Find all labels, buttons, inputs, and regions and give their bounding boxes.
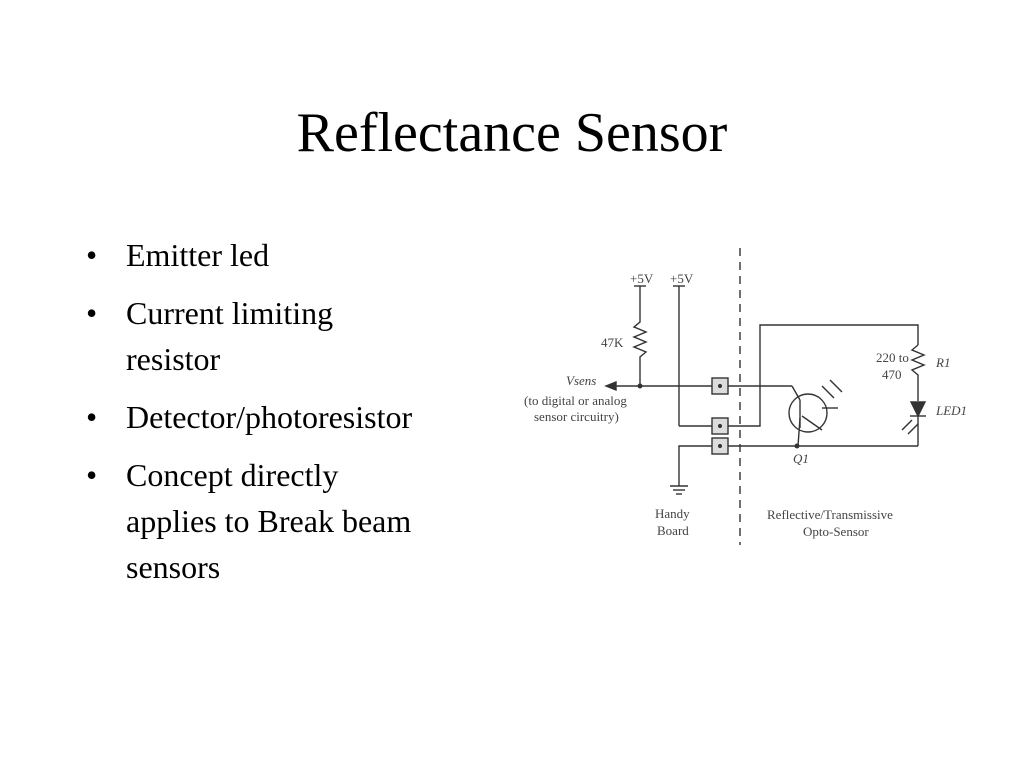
phototransistor-icon	[788, 393, 828, 433]
section-label-handy-board: Handy	[655, 506, 690, 521]
bullet-text: applies to Break beam	[126, 503, 412, 539]
bullet-item: • Emitter led	[86, 232, 486, 278]
bullet-dot-icon: •	[86, 295, 98, 331]
slide-title: Reflectance Sensor	[296, 102, 728, 164]
led-supply-wire	[728, 324, 919, 427]
light-ray-icon	[829, 379, 843, 393]
section-label-handy-board: Board	[657, 523, 689, 538]
bullet-list: • Emitter led • Current limiting resisto…	[86, 232, 486, 602]
section-label-opto-sensor: Opto-Sensor	[803, 524, 869, 539]
light-ray-icon	[907, 423, 919, 435]
led-resistor-value: 220 to	[876, 350, 909, 365]
supply-label: +5V	[630, 271, 654, 286]
bullet-item: • Detector/photoresistor	[86, 394, 486, 440]
led-label: LED1	[935, 403, 967, 418]
bullet-dot-icon: •	[86, 457, 98, 493]
bullet-text: Detector/photoresistor	[126, 399, 413, 435]
bullet-text: sensors	[126, 549, 221, 585]
arrow-left-icon	[604, 380, 617, 392]
light-ray-icon	[821, 385, 835, 399]
pin-dot	[718, 384, 722, 388]
section-label-opto-sensor: Reflective/Transmissive	[767, 507, 893, 522]
signal-note: (to digital or analog	[524, 393, 627, 408]
led-resistor-value: 470	[882, 367, 902, 382]
bullet-item: • Current limiting resistor	[86, 290, 486, 382]
junction-dot	[794, 443, 800, 449]
junction-dot	[637, 383, 643, 389]
pin-dot	[718, 444, 722, 448]
bullet-dot-icon: •	[86, 237, 98, 273]
light-ray-icon	[901, 419, 913, 431]
bullet-text: resistor	[126, 341, 221, 377]
signal-label: Vsens	[566, 373, 596, 388]
signal-note: sensor circuitry)	[534, 409, 619, 424]
bullet-dot-icon: •	[86, 399, 98, 435]
led-resistor-label: R1	[935, 355, 950, 370]
led-icon	[909, 401, 927, 418]
phototransistor-icon	[801, 415, 823, 431]
resistor-label: 47K	[601, 335, 624, 350]
transistor-label: Q1	[793, 451, 809, 466]
pullup-resistor-symbol	[632, 286, 648, 386]
bullet-text: Current limiting	[126, 295, 334, 331]
collector-wire	[791, 385, 801, 401]
bullet-text: Emitter led	[126, 237, 270, 273]
bullet-text: Concept directly	[126, 457, 339, 493]
supply-label: +5V	[670, 271, 694, 286]
bullet-item: • Concept directly applies to Break beam…	[86, 452, 486, 590]
emitter-wire	[797, 417, 801, 447]
led-resistor-symbol	[910, 344, 926, 401]
pin-dot	[718, 424, 722, 428]
ground-wire	[678, 445, 720, 486]
